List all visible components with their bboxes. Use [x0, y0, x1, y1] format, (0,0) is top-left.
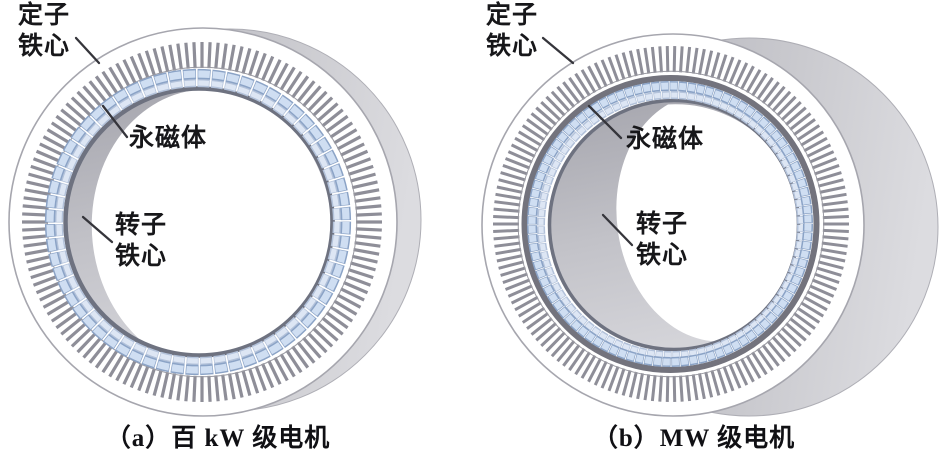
motor-b-diagram — [481, 33, 939, 417]
permanent-magnet-ring — [528, 82, 812, 366]
caption-motor-a: （a）百 kW 级电机 — [105, 425, 331, 452]
magnet-ring-inner-surface — [538, 92, 804, 358]
leader-line-0 — [74, 36, 101, 65]
stator-teeth — [22, 42, 382, 402]
permanent-magnet-ring — [46, 70, 350, 374]
label-stator-core-b: 定子 铁心 — [486, 2, 539, 60]
label-rotor-core-b: 转子 铁心 — [636, 211, 689, 269]
leader-line-1 — [587, 104, 623, 140]
caption-motor-b: （b）MW 级电机 — [592, 425, 796, 452]
label-permanent-magnet-b: 永磁体 — [626, 126, 705, 153]
airgap-shadow-band — [521, 75, 820, 373]
leader-line-2 — [601, 213, 634, 247]
leader-line-0 — [541, 36, 575, 65]
leader-lines — [74, 36, 129, 244]
bore-hole — [616, 94, 808, 342]
leader-lines — [541, 36, 634, 247]
magnet-ring-inner-surface — [56, 80, 340, 364]
stator-teeth — [493, 46, 849, 402]
label-rotor-core-a: 转子 铁心 — [115, 212, 168, 270]
label-stator-core-a: 定子 铁心 — [18, 2, 71, 60]
bore-hole — [91, 89, 333, 371]
motor-a-diagram — [8, 27, 422, 417]
rotor-yoke-edge-ring — [63, 86, 335, 358]
label-permanent-magnet-a: 永磁体 — [129, 125, 208, 152]
leader-line-1 — [101, 104, 129, 139]
tooth-tip-arc — [517, 70, 825, 378]
leader-line-2 — [81, 215, 114, 244]
motor-diagrams-canvas — [8, 27, 939, 417]
